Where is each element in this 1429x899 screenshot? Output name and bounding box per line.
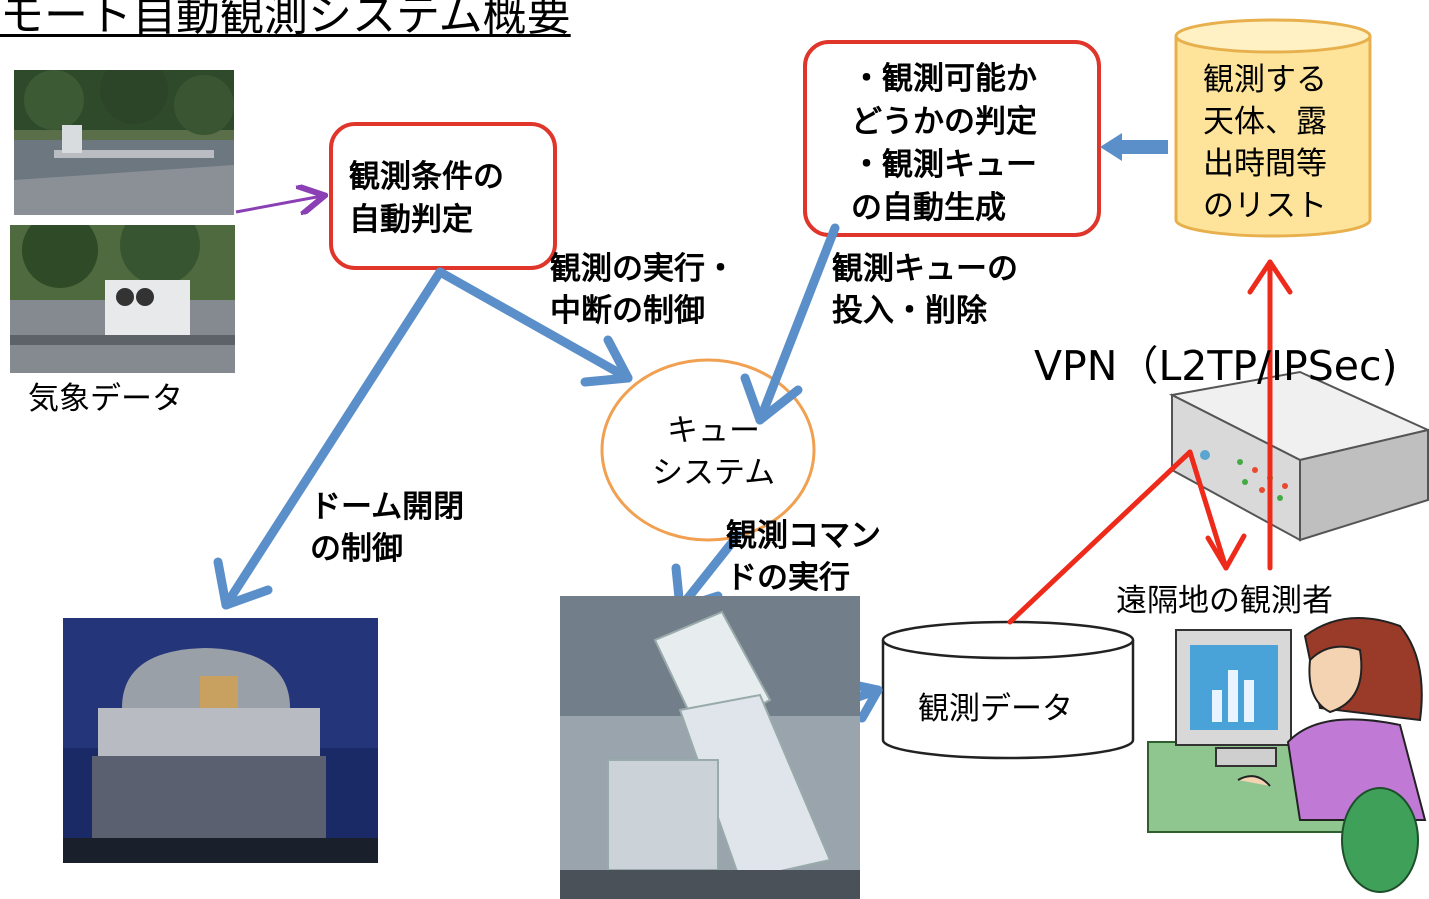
judge-line-2: 自動判定 (349, 202, 473, 238)
target-line-4: のリスト (1203, 188, 1327, 224)
weather-station-photo-top (14, 70, 234, 215)
obs-data-cylinder (881, 620, 1135, 760)
exec-line-2: 中断の制御 (550, 293, 705, 329)
gen-line-1: ・観測可能か (851, 61, 1037, 97)
command-line-1: 観測コマン (726, 518, 881, 554)
gen-line-3: ・観測キュー (851, 147, 1037, 183)
queue-line-1: キュー (667, 413, 761, 449)
queue-system-ellipse (600, 358, 816, 542)
dome-line-2: の制御 (310, 531, 403, 567)
judge-line-1: 観測条件の (349, 159, 504, 195)
target-line-1: 観測する (1203, 62, 1327, 98)
dome-control-label: ドーム開閉 の制御 (310, 486, 464, 570)
blue-arrows (213, 140, 1168, 723)
remote-observer-label: 遠隔地の観測者 (1116, 583, 1333, 619)
queue-generation-box: ・観測可能か どうかの判定 ・観測キュー の自動生成 (803, 40, 1101, 237)
telescope-photo (560, 596, 860, 899)
gen-line-4: の自動生成 (851, 190, 1006, 226)
target-list-text: 観測する 天体、露 出時間等 のリスト (1203, 59, 1327, 227)
queue-io-label: 観測キューの 投入・削除 (832, 248, 1018, 332)
dome-line-1: ドーム開閉 (310, 489, 465, 525)
gen-line-2: どうかの判定 (851, 104, 1037, 140)
target-line-2: 天体、露 (1203, 104, 1327, 140)
dome-photo (63, 618, 378, 863)
weather-station-photo-bottom (10, 225, 235, 373)
weather-data-label: 気象データ (28, 381, 183, 417)
exec-line-1: 観測の実行・ (550, 251, 736, 287)
purple-arrow (235, 196, 322, 212)
vpn-label: VPN（L2TP/IPSec) (1034, 342, 1398, 390)
target-list-cylinder (1174, 18, 1372, 238)
auto-judge-box: 観測条件の 自動判定 (329, 122, 557, 270)
exec-control-label: 観測の実行・ 中断の制御 (550, 248, 736, 332)
queue-io-line-2: 投入・削除 (832, 293, 987, 329)
red-arrows (1007, 259, 1293, 625)
blue-left-arrowhead (1100, 133, 1122, 161)
target-line-3: 出時間等 (1203, 146, 1327, 182)
obs-data-text: 観測データ (918, 691, 1073, 727)
command-line-2: ドの実行 (726, 560, 850, 596)
remote-observer-illustration (1147, 617, 1427, 893)
queue-system-text: キュー システム (652, 410, 775, 494)
queue-io-line-1: 観測キューの (832, 251, 1018, 287)
queue-line-2: システム (652, 455, 776, 491)
command-exec-label: 観測コマン ドの実行 (726, 515, 881, 599)
page-title: モート自動観測システム概要 (0, 0, 571, 41)
